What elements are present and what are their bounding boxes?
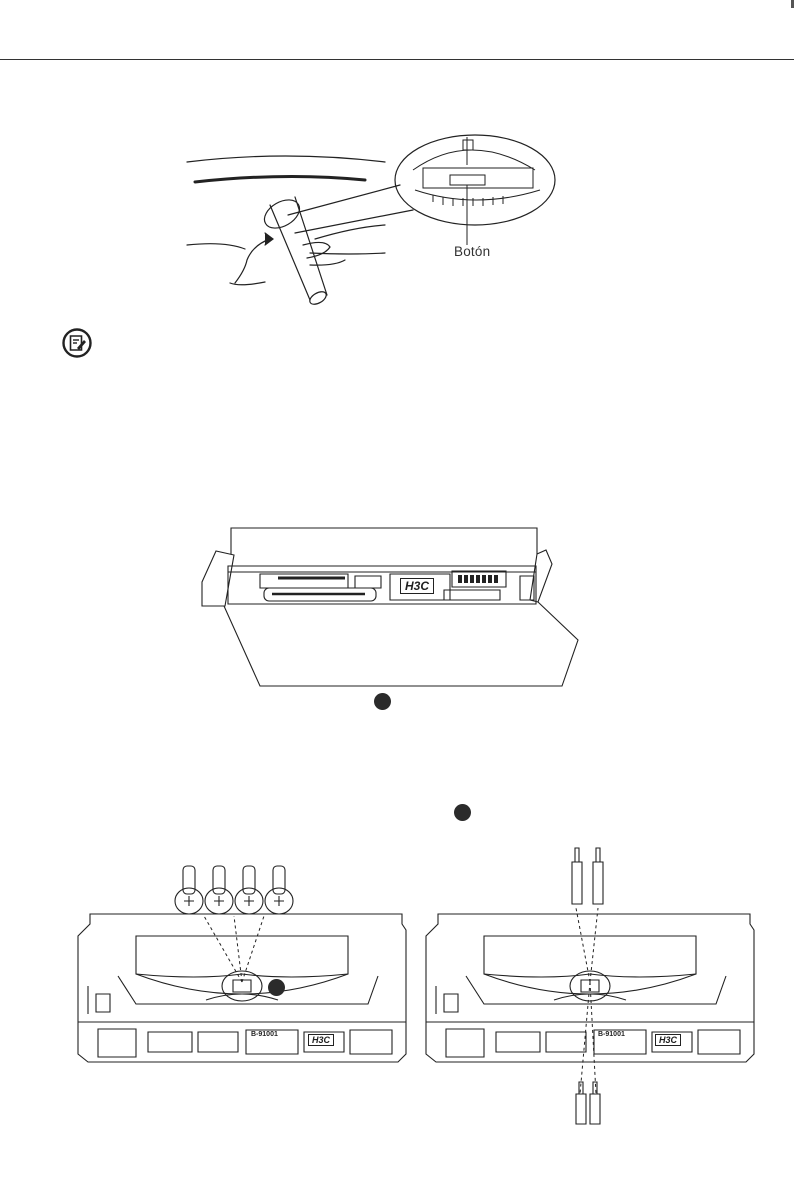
- monitor-back-right-illustration: [426, 914, 754, 1074]
- left-port-label: B-91001: [251, 1031, 278, 1038]
- step-marker-1: [374, 693, 391, 710]
- monitor-in-box-illustration: [200, 528, 580, 690]
- note-icon: [62, 328, 92, 358]
- step-marker-3: [268, 979, 285, 996]
- screws-illustration: [170, 858, 310, 918]
- button-callout-label: Botón: [454, 244, 490, 259]
- box-brand-logo: H3C: [400, 578, 434, 594]
- standoffs-top-illustration: [568, 848, 608, 908]
- right-port-label: B-91001: [598, 1031, 625, 1038]
- top-rule: [0, 59, 794, 60]
- left-brand-logo: H3C: [308, 1034, 334, 1046]
- step-marker-2: [454, 804, 471, 821]
- stand-release-illustration: [185, 135, 560, 315]
- monitor-back-left-illustration: [78, 914, 406, 1074]
- standoffs-bottom-illustration: [572, 1082, 612, 1127]
- right-brand-logo: H3C: [655, 1034, 681, 1046]
